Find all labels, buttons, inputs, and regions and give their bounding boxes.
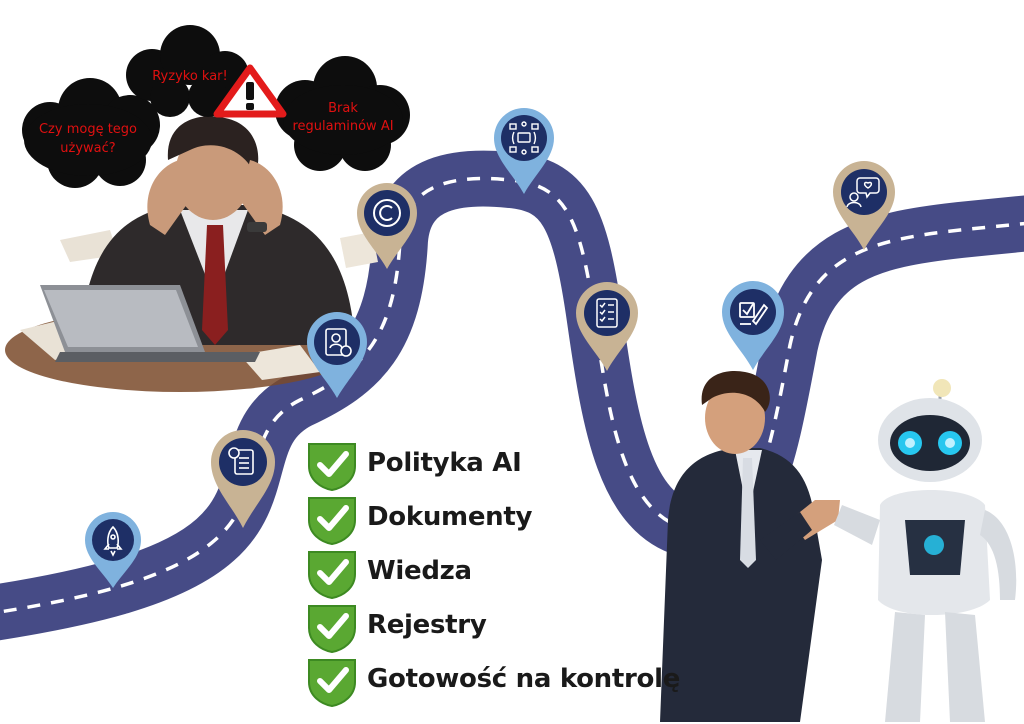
checklist-label: Polityka AI xyxy=(367,448,522,478)
document-badge-icon xyxy=(228,447,254,475)
cloud-1-line-2: używać? xyxy=(60,141,115,156)
checkbox-pen-icon xyxy=(739,302,769,326)
copyright-icon xyxy=(373,199,401,227)
businessman-illustration xyxy=(660,370,840,722)
cloud-3-line-2: regulaminów AI xyxy=(292,119,393,134)
rocket-icon xyxy=(103,525,123,557)
pin-id-card xyxy=(307,312,367,398)
speech-heart-icon xyxy=(846,177,880,208)
pin-copyright xyxy=(357,183,417,269)
check-shield-icon xyxy=(308,551,356,600)
thought-cloud-2: Ryzyko kar! xyxy=(126,25,249,117)
network-icon xyxy=(509,121,539,155)
thought-cloud-3: Brak regulaminów AI xyxy=(275,56,410,171)
pin-document-badge xyxy=(211,430,275,528)
id-card-icon xyxy=(325,328,352,357)
check-shield-icon xyxy=(308,443,356,492)
cloud-2-text: Ryzyko kar! xyxy=(152,69,228,84)
check-shield-icon xyxy=(308,659,356,708)
checklist-icon xyxy=(596,298,618,328)
checklist-label: Gotowość na kontrolę xyxy=(367,664,681,694)
checklist-label: Dokumenty xyxy=(367,502,533,532)
thought-cloud-1: Czy mogę tego używać? xyxy=(22,78,160,188)
pin-network xyxy=(494,108,554,194)
pin-checklist xyxy=(576,282,638,371)
check-shield-icon xyxy=(308,497,356,546)
check-shield-icon xyxy=(308,605,356,654)
checklist-label: Wiedza xyxy=(367,556,472,586)
checklist-label: Rejestry xyxy=(367,610,487,640)
cloud-1-line-1: Czy mogę tego xyxy=(39,122,137,137)
warning-icon xyxy=(213,64,287,118)
robot-illustration xyxy=(834,379,1017,722)
cloud-3-line-1: Brak xyxy=(328,101,358,116)
pin-rocket xyxy=(85,512,141,588)
stressed-man-illustration xyxy=(5,116,378,392)
pin-speech-heart xyxy=(833,161,895,250)
pin-checkbox-pen xyxy=(722,281,784,370)
